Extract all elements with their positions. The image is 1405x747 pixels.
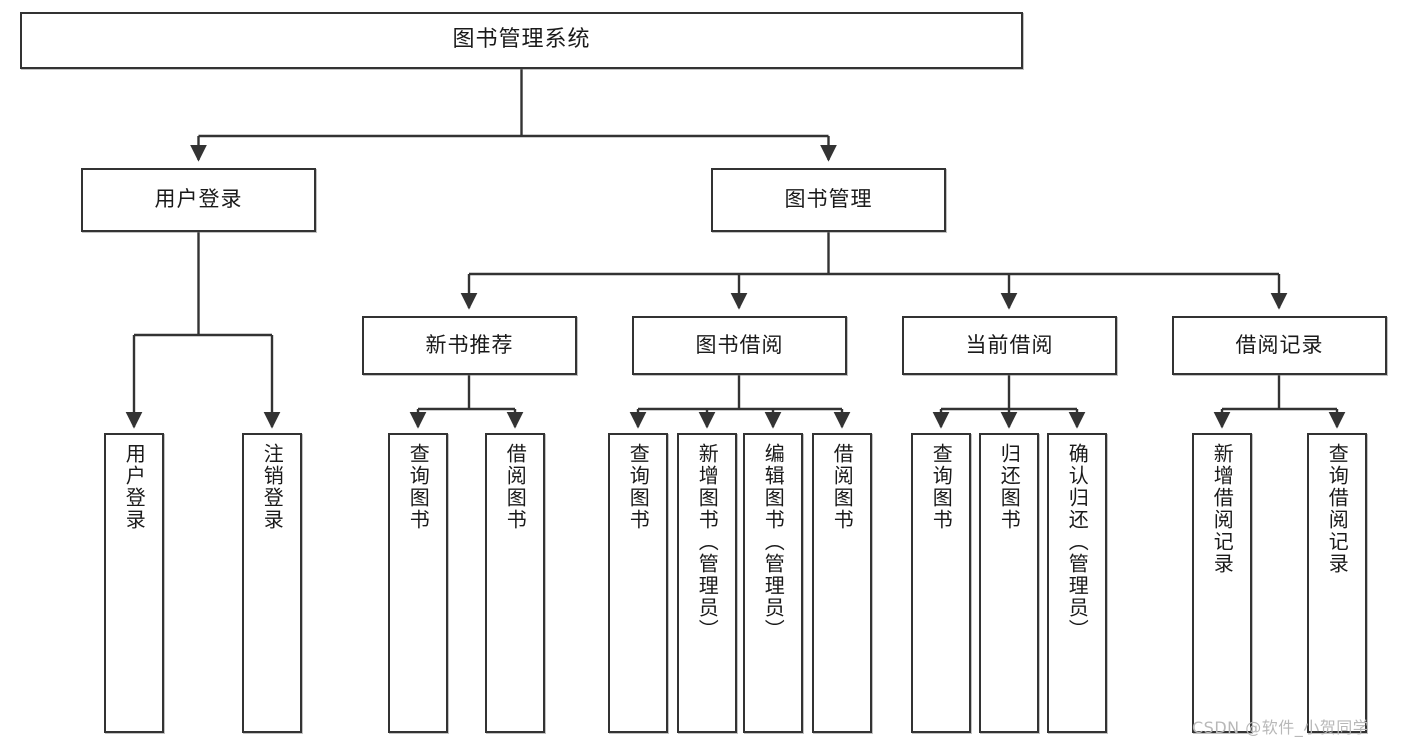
node-leaf-return-book[interactable]: 归还图书 [979, 433, 1039, 733]
node-root[interactable]: 图书管理系统 [20, 12, 1023, 69]
node-book-borrow[interactable]: 图书借阅 [632, 316, 847, 375]
node-leaf-add-book-label: 新增图书（管理员） [695, 443, 720, 641]
node-leaf-user-logout[interactable]: 注销登录 [242, 433, 302, 733]
node-leaf-query-book-3[interactable]: 查询图书 [911, 433, 971, 733]
node-leaf-query-book-2-label: 查询图书 [626, 443, 651, 531]
node-leaf-add-record[interactable]: 新增借阅记录 [1192, 433, 1252, 733]
node-current-borrow[interactable]: 当前借阅 [902, 316, 1117, 375]
node-leaf-query-book-3-label: 查询图书 [929, 443, 954, 531]
node-leaf-edit-book-label: 编辑图书（管理员） [761, 443, 786, 641]
node-leaf-user-login-label: 用户登录 [122, 443, 147, 531]
node-leaf-query-record[interactable]: 查询借阅记录 [1307, 433, 1367, 733]
node-book-manage-label: 图书管理 [784, 187, 873, 212]
node-leaf-user-login[interactable]: 用户登录 [104, 433, 164, 733]
node-leaf-query-book-1[interactable]: 查询图书 [388, 433, 448, 733]
node-leaf-borrow-book-1[interactable]: 借阅图书 [485, 433, 545, 733]
node-new-book-recommend[interactable]: 新书推荐 [362, 316, 577, 375]
node-borrow-record-label: 借阅记录 [1235, 332, 1324, 357]
node-leaf-borrow-book-2[interactable]: 借阅图书 [812, 433, 872, 733]
node-book-manage[interactable]: 图书管理 [711, 168, 946, 232]
csdn-watermark: CSDN @软件_小贺同学 [1192, 718, 1370, 737]
node-leaf-edit-book[interactable]: 编辑图书（管理员） [743, 433, 803, 733]
node-leaf-confirm-return-label: 确认归还（管理员） [1065, 443, 1090, 641]
node-leaf-query-book-2[interactable]: 查询图书 [608, 433, 668, 733]
node-new-book-recommend-label: 新书推荐 [425, 332, 514, 357]
node-root-label: 图书管理系统 [452, 27, 591, 53]
node-user-login-label: 用户登录 [154, 187, 243, 212]
node-leaf-confirm-return[interactable]: 确认归还（管理员） [1047, 433, 1107, 733]
node-leaf-add-book[interactable]: 新增图书（管理员） [677, 433, 737, 733]
node-user-login[interactable]: 用户登录 [81, 168, 316, 232]
node-borrow-record[interactable]: 借阅记录 [1172, 316, 1387, 375]
node-leaf-user-logout-label: 注销登录 [260, 443, 285, 531]
node-leaf-query-book-1-label: 查询图书 [406, 443, 431, 531]
node-book-borrow-label: 图书借阅 [695, 332, 784, 357]
node-leaf-borrow-book-1-label: 借阅图书 [503, 443, 528, 531]
node-leaf-query-record-label: 查询借阅记录 [1325, 443, 1350, 575]
node-leaf-add-record-label: 新增借阅记录 [1210, 443, 1235, 575]
node-leaf-borrow-book-2-label: 借阅图书 [830, 443, 855, 531]
node-current-borrow-label: 当前借阅 [965, 332, 1054, 357]
node-leaf-return-book-label: 归还图书 [997, 443, 1022, 531]
